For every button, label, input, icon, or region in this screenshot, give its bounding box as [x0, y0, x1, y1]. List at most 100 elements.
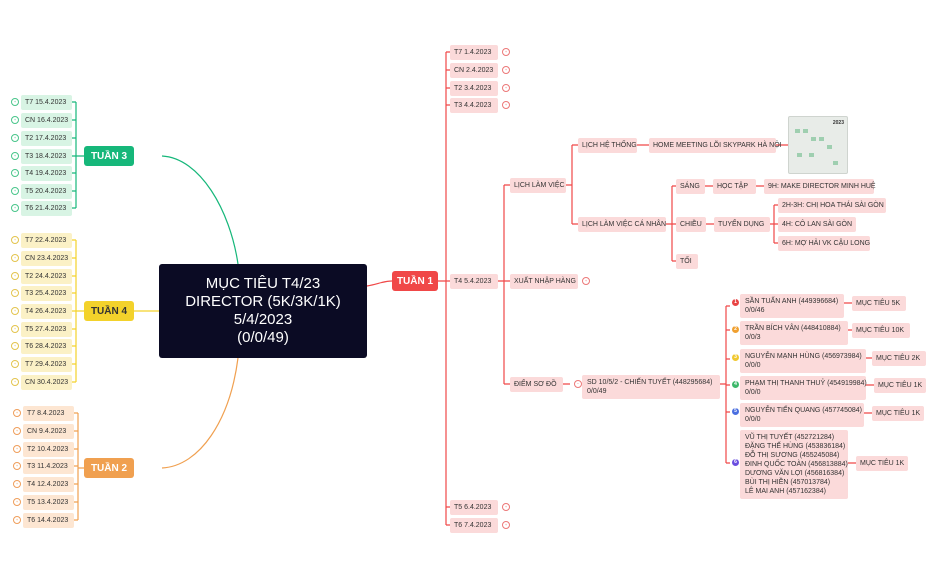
collapse-toggle-icon[interactable]: + [11, 187, 19, 195]
collapse-toggle-icon[interactable]: + [11, 134, 19, 142]
target-node[interactable]: MỤC TIÊU 1K [874, 378, 926, 393]
day-node[interactable]: T2 17.4.2023 [21, 131, 72, 146]
day-node[interactable]: T2 10.4.2023 [23, 442, 74, 457]
member-node[interactable]: NGUYỄN TIẾN QUANG (457745084) 0/0/0 [740, 403, 864, 427]
import-export-node[interactable]: XUẤT NHẬP HÀNG [510, 274, 578, 289]
day-node[interactable]: T4 26.4.2023 [21, 304, 72, 319]
collapse-toggle-icon[interactable]: + [11, 360, 19, 368]
target-node[interactable]: MỤC TIÊU 1K [872, 406, 924, 421]
day-node[interactable]: CN 30.4.2023 [21, 375, 72, 390]
day-node[interactable]: T6 7.4.2023 [450, 518, 498, 533]
collapse-toggle-icon[interactable]: + [11, 254, 19, 262]
day-node[interactable]: CN 9.4.2023 [23, 424, 74, 439]
day-node[interactable]: T7 8.4.2023 [23, 406, 74, 421]
collapse-toggle-icon[interactable]: + [11, 236, 19, 244]
collapse-toggle-icon[interactable]: − [574, 380, 582, 388]
day-node[interactable]: T7 29.4.2023 [21, 357, 72, 372]
node-line: ĐẶNG THẾ HÙNG (453836184) [745, 443, 846, 450]
collapse-toggle-icon[interactable]: + [502, 503, 510, 511]
collapse-toggle-icon[interactable]: + [11, 98, 19, 106]
target-node[interactable]: MỤC TIÊU 10K [852, 323, 910, 338]
day-node[interactable]: T3 25.4.2023 [21, 286, 72, 301]
day-node[interactable]: T7 15.4.2023 [21, 95, 72, 110]
day-node[interactable]: T2 24.4.2023 [21, 269, 72, 284]
member-node[interactable]: PHẠM THỊ THANH THUỶ (454919984) 0/0/0 [740, 376, 867, 400]
collapse-toggle-icon[interactable]: + [11, 342, 19, 350]
day-node[interactable]: CN 16.4.2023 [21, 113, 72, 128]
day-node[interactable]: CN 2.4.2023 [450, 63, 498, 78]
work-schedule-node[interactable]: LỊCH LÀM VIỆC [510, 178, 566, 193]
sd-leader-node[interactable]: SD 10/5/2 - CHIẾN TUYẾT (448295684) 0/0/… [582, 375, 720, 399]
recruiting-node[interactable]: TUYỂN DỤNG [714, 217, 770, 232]
day-node[interactable]: T4 19.4.2023 [21, 166, 72, 181]
day-node[interactable]: T6 14.4.2023 [23, 513, 74, 528]
collapse-toggle-icon[interactable]: + [13, 427, 21, 435]
afternoon-node[interactable]: CHIỀU [676, 217, 706, 232]
personal-schedule-node[interactable]: LỊCH LÀM VIỆC CÁ NHÂN [578, 217, 666, 232]
member-node[interactable]: TRẦN BÍCH VÂN (448410884) 0/0/3 [740, 321, 848, 345]
system-schedule-node[interactable]: LỊCH HỆ THỐNG [578, 138, 637, 153]
day-node[interactable]: CN 23.4.2023 [21, 251, 72, 266]
collapse-toggle-icon[interactable]: + [13, 409, 21, 417]
day-node[interactable]: T3 18.4.2023 [21, 149, 72, 164]
member-node[interactable]: NGUYỄN MẠNH HÙNG (456973984) 0/0/0 [740, 349, 866, 373]
collapse-toggle-icon[interactable]: + [582, 277, 590, 285]
day-node[interactable]: T2 3.4.2023 [450, 81, 498, 96]
target-node[interactable]: MỤC TIÊU 1K [856, 456, 908, 471]
collapse-toggle-icon[interactable]: + [11, 204, 19, 212]
day-node[interactable]: T6 21.4.2023 [21, 201, 72, 216]
collapse-toggle-icon[interactable]: + [13, 462, 21, 470]
collapse-toggle-icon[interactable]: + [13, 516, 21, 524]
collapse-toggle-icon[interactable]: + [13, 480, 21, 488]
priority-4-icon: 4 [732, 381, 739, 388]
collapse-toggle-icon[interactable]: + [11, 272, 19, 280]
collapse-toggle-icon[interactable]: + [13, 498, 21, 506]
day-node[interactable]: T4 5.4.2023 [450, 274, 498, 289]
week-4-node[interactable]: TUẦN 4 [84, 301, 134, 321]
member-group-node[interactable]: VŨ THỊ TUYẾT (452721284) ĐẶNG THẾ HÙNG (… [740, 430, 848, 499]
calendar-image-thumbnail[interactable]: 2023 [788, 116, 848, 174]
day-node[interactable]: T5 13.4.2023 [23, 495, 74, 510]
day-node[interactable]: T7 1.4.2023 [450, 45, 498, 60]
collapse-toggle-icon[interactable]: + [11, 289, 19, 297]
collapse-toggle-icon[interactable]: + [11, 169, 19, 177]
root-goal-node[interactable]: MỤC TIÊU T4/23 DIRECTOR (5K/3K/1K) 5/4/2… [159, 264, 367, 358]
collapse-toggle-icon[interactable]: + [11, 325, 19, 333]
node-line: 0/0/3 [745, 334, 761, 341]
collapse-toggle-icon[interactable]: + [502, 66, 510, 74]
day-node[interactable]: T5 27.4.2023 [21, 322, 72, 337]
collapse-toggle-icon[interactable]: + [502, 521, 510, 529]
collapse-toggle-icon[interactable]: + [11, 378, 19, 386]
recruit-item-node[interactable]: 6H: MỢ HẢI VK CẬU LONG [778, 236, 870, 251]
week-1-node[interactable]: TUẦN 1 [392, 271, 438, 291]
day-node[interactable]: T4 12.4.2023 [23, 477, 74, 492]
day-node[interactable]: T5 6.4.2023 [450, 500, 498, 515]
home-meeting-node[interactable]: HOME MEETING LÕI SKYPARK HÀ NỘI [649, 138, 782, 153]
day-node[interactable]: T6 28.4.2023 [21, 339, 72, 354]
target-node[interactable]: MỤC TIÊU 5K [852, 296, 906, 311]
collapse-toggle-icon[interactable]: + [11, 116, 19, 124]
member-node[interactable]: SẦN TUẤN ANH (449396684) 0/0/46 [740, 294, 844, 318]
day-node[interactable]: T7 22.4.2023 [21, 233, 72, 248]
node-line: VŨ THỊ TUYẾT (452721284) [745, 434, 835, 441]
recruit-item-node[interactable]: 4H: CÔ LAN SÀI GÒN [778, 217, 856, 232]
collapse-toggle-icon[interactable]: + [13, 445, 21, 453]
target-node[interactable]: MỤC TIÊU 2K [872, 351, 926, 366]
week-3-node[interactable]: TUẦN 3 [84, 146, 134, 166]
recruit-item-node[interactable]: 2H-3H: CHỊ HOA THÁI SÀI GÒN [778, 198, 886, 213]
collapse-toggle-icon[interactable]: + [502, 84, 510, 92]
collapse-toggle-icon[interactable]: + [502, 101, 510, 109]
day-node[interactable]: T5 20.4.2023 [21, 184, 72, 199]
make-director-node[interactable]: 9H: MAKE DIRECTOR MINH HUỆ [764, 179, 876, 194]
morning-node[interactable]: SÁNG [676, 179, 705, 194]
study-node[interactable]: HỌC TẬP [713, 179, 756, 194]
evening-node[interactable]: TỐI [676, 254, 698, 269]
week-2-node[interactable]: TUẦN 2 [84, 458, 134, 478]
collapse-toggle-icon[interactable]: + [502, 48, 510, 56]
day-node[interactable]: T3 11.4.2023 [23, 459, 74, 474]
chart-score-node[interactable]: ĐIỂM SƠ ĐỒ [510, 377, 563, 392]
collapse-toggle-icon[interactable]: + [11, 307, 19, 315]
day-node[interactable]: T3 4.4.2023 [450, 98, 498, 113]
collapse-toggle-icon[interactable]: + [11, 152, 19, 160]
